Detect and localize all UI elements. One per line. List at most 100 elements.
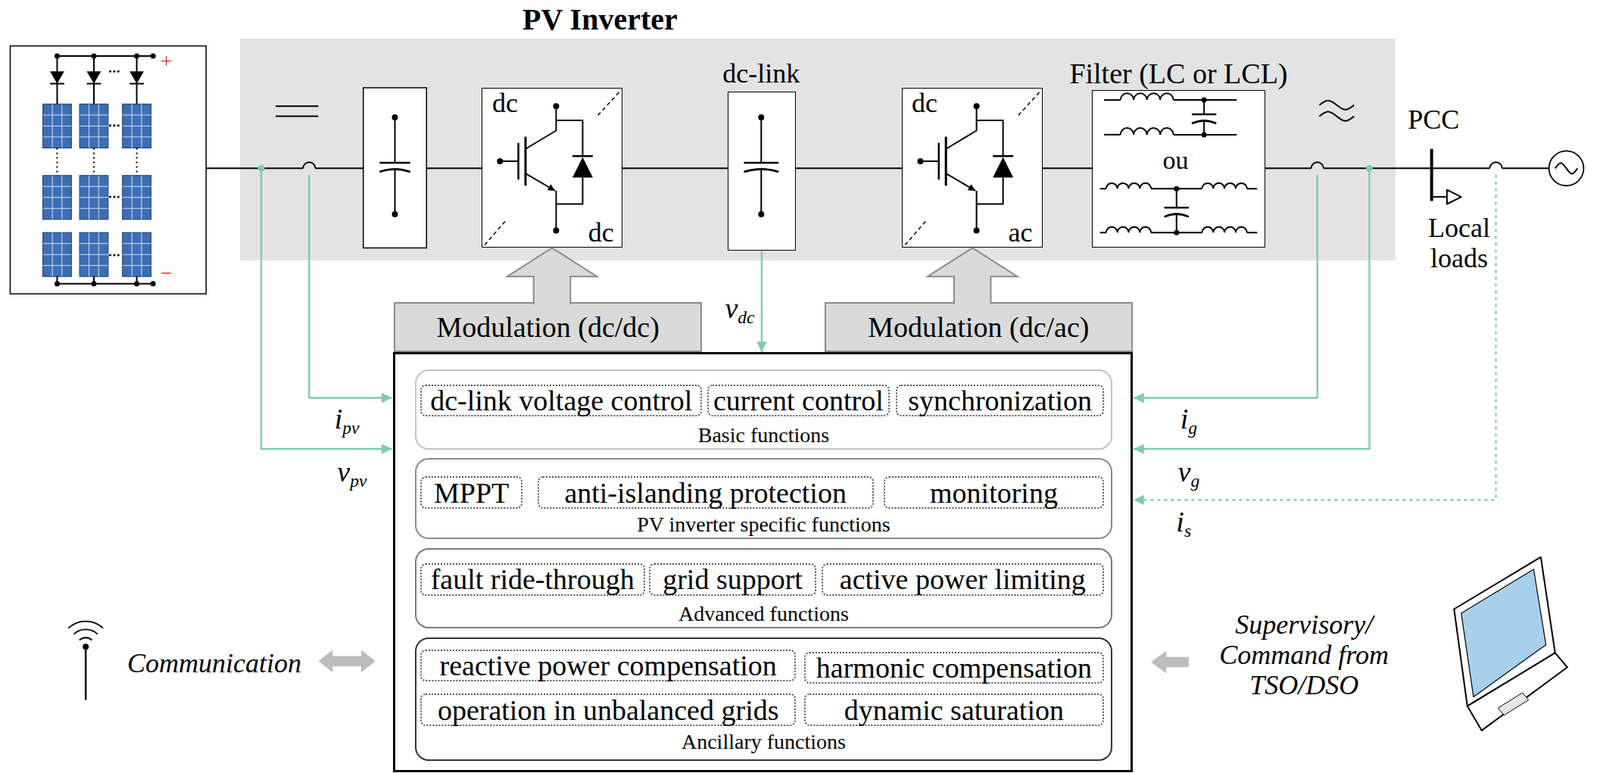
annotation-text: PCC xyxy=(1407,106,1460,134)
text-slot: Modulation (dc/dc) xyxy=(436,312,659,342)
text-slot: dc xyxy=(492,89,518,117)
dcac-converter-box-text: ac xyxy=(1008,218,1033,247)
function-pill-text: synchronization xyxy=(907,386,1092,415)
pv-array-part xyxy=(93,276,95,284)
pv-array-part xyxy=(88,103,90,148)
igbt-symbol-part xyxy=(973,227,980,234)
dc-link-box: dc-link xyxy=(727,91,796,251)
dc-ac-symbols-part xyxy=(1319,112,1354,122)
label-slot: ig xyxy=(1180,404,1198,434)
pv-array-part xyxy=(109,253,112,256)
filter-circuit-part xyxy=(1150,187,1202,190)
function-group: fault ride-throughgrid supportactive pow… xyxy=(414,548,1112,629)
text-slot: Modulation (dc/ac) xyxy=(867,312,1089,342)
pv-array-part xyxy=(79,243,109,244)
command-arrow-part xyxy=(1150,651,1189,674)
measurement-line-part xyxy=(261,168,392,450)
measurement-line xyxy=(257,165,1496,500)
pv-array-part xyxy=(56,56,58,104)
antenna-icon xyxy=(68,621,103,701)
pv-array-part xyxy=(61,175,63,220)
pv-array-part xyxy=(43,232,72,277)
polarity-sign: − xyxy=(160,262,173,284)
igbt-symbol-part xyxy=(1018,90,1042,116)
igbt-symbol-part xyxy=(973,102,980,110)
text-slot: ac xyxy=(1008,218,1033,247)
function-pill: synchronization xyxy=(895,384,1105,417)
function-pill: MPPT xyxy=(420,476,523,509)
dc-link-capacitor-part xyxy=(760,117,762,163)
power-wire-part xyxy=(426,167,482,169)
signal-name-part: g xyxy=(1188,417,1198,438)
power-wire-part xyxy=(1489,162,1502,169)
function-pill: dynamic saturation xyxy=(804,693,1105,727)
signal-name-part: pv xyxy=(349,470,367,491)
igbt-symbol-part xyxy=(525,106,556,150)
function-pill-text: anti-islanding protection xyxy=(564,478,847,508)
pv-array-part xyxy=(93,56,95,104)
connectors xyxy=(507,168,1092,353)
function-pill: monitoring xyxy=(883,476,1105,509)
text-slot: Advanced functions xyxy=(678,603,849,625)
pv-array-part xyxy=(79,254,109,256)
block-arrow xyxy=(927,247,1018,304)
pv-array-part xyxy=(43,254,72,256)
pv-array-part xyxy=(79,136,109,138)
filter-circuit-part xyxy=(1106,227,1151,233)
igbt-symbol xyxy=(904,90,1041,245)
igbt-symbol-part xyxy=(555,177,583,204)
igbt-symbol-part xyxy=(917,158,924,165)
filter-circuit-part xyxy=(1201,97,1208,103)
controller-box: dc-link voltage controlcurrent controlsy… xyxy=(392,352,1133,773)
filter-circuit-part xyxy=(1100,187,1107,190)
filter-circuit-part xyxy=(1191,120,1217,124)
input-capacitor-part xyxy=(394,168,397,215)
igbt-symbol-part xyxy=(572,155,593,158)
filter-circuit-part xyxy=(1247,187,1257,190)
function-pill-text: dynamic saturation xyxy=(844,695,1064,725)
filter-circuit-part xyxy=(1203,99,1205,115)
dc-link-capacitor-part xyxy=(757,211,765,218)
igbt-symbol-part xyxy=(496,158,503,165)
igbt-symbol-part xyxy=(976,190,978,231)
laptop-icon-part xyxy=(1461,569,1547,697)
pv-array-part xyxy=(129,71,144,84)
filter-circuit-part xyxy=(1247,231,1257,234)
pv-array-part xyxy=(43,125,72,127)
text-slot: dc-link voltage control xyxy=(430,386,693,415)
pv-array-part xyxy=(56,55,153,57)
function-pill: dc-link voltage control xyxy=(420,384,702,417)
igbt-symbol-part xyxy=(920,160,939,163)
dcdc-converter-box: dcdc xyxy=(481,87,623,249)
pv-array xyxy=(9,46,206,294)
signal-name-part: g xyxy=(1190,470,1200,491)
label-slot: + xyxy=(160,50,173,72)
measurement-line-part xyxy=(1133,168,1370,450)
measurement-line-part xyxy=(1366,165,1373,172)
igbt-symbol-part xyxy=(552,227,559,234)
pv-array-part xyxy=(93,147,95,175)
signal-name: ipv xyxy=(334,404,360,434)
pv-array-part xyxy=(109,124,112,127)
filter-circuit-part xyxy=(1173,134,1238,136)
pv-array-part xyxy=(43,265,72,266)
pv-array-part xyxy=(122,208,152,209)
pv-array-part xyxy=(43,175,72,220)
pv-array-part xyxy=(56,283,153,285)
text-slot: reactive power compensation xyxy=(439,651,777,680)
function-pill: grid support xyxy=(648,563,817,596)
function-pill-text: reactive power compensation xyxy=(439,651,777,680)
dc-ac-symbols-part xyxy=(1319,100,1354,110)
dcdc-converter-box-text: dc xyxy=(492,89,518,117)
label-slot: ipv xyxy=(334,404,360,434)
command-arrow xyxy=(1150,651,1189,674)
filter-circuit-part xyxy=(1100,231,1107,234)
function-pill-text: operation in unbalanced grids xyxy=(437,695,780,725)
pv-array-part xyxy=(122,114,152,116)
pv-array-part xyxy=(122,136,152,138)
dcac-converter-box-text: dc xyxy=(911,89,938,117)
igbt-symbol-part xyxy=(484,220,506,245)
input-capacitor xyxy=(363,87,428,249)
dc-link-capacitor-part xyxy=(760,168,762,215)
function-pill: active power limiting xyxy=(821,563,1105,596)
